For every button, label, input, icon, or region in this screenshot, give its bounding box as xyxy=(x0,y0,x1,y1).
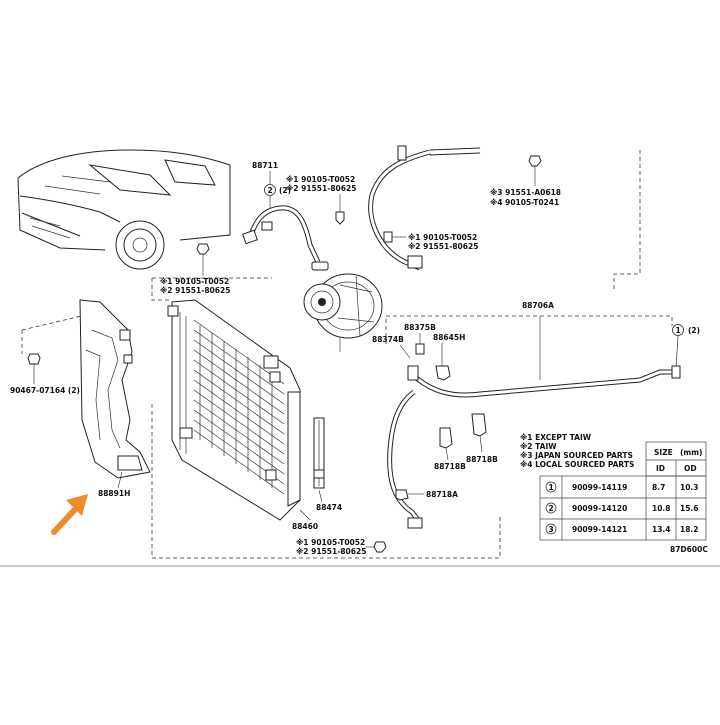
fittings: 88375B 88374B 88645H 88718B 88718B 88718… xyxy=(372,323,498,501)
callout-circle-2 xyxy=(264,184,276,196)
condenser-fins xyxy=(193,319,285,495)
catalog-code: 87D600C xyxy=(670,545,708,554)
highlight-arrow xyxy=(51,494,88,535)
table-row: 3 90099-14121 13.4 18.2 xyxy=(545,523,699,535)
svg-text:18.2: 18.2 xyxy=(680,525,699,534)
part-label-88474: 88474 xyxy=(316,503,342,512)
svg-text:2: 2 xyxy=(549,504,554,513)
suction-pipe: ※1 90105-T0052 ※2 91551-80625 xyxy=(368,145,481,271)
callout-number: 2 xyxy=(268,186,273,195)
callout-circle-1 xyxy=(672,324,684,336)
quantity-label: (2) xyxy=(279,186,291,195)
shroud-88891H: 88891H xyxy=(21,299,151,498)
svg-text:1: 1 xyxy=(549,483,554,492)
svg-text:3: 3 xyxy=(549,525,554,534)
svg-text:10.3: 10.3 xyxy=(680,483,699,492)
size-table: SIZE (mm) ID OD 1 90099-14119 8.7 10.3 2… xyxy=(539,441,707,541)
note-label: ※1 90105-T0052 xyxy=(286,175,355,184)
note-label: ※1 90105-T0052 xyxy=(408,233,477,242)
quantity-label: (2) xyxy=(688,326,700,335)
part-label-88711: 88711 xyxy=(252,161,278,170)
legend-item: ※2 TAIW xyxy=(520,442,557,451)
compressor xyxy=(303,261,383,352)
svg-text:15.6: 15.6 xyxy=(680,504,699,513)
svg-text:8.7: 8.7 xyxy=(652,483,665,492)
clip-90467: 90467-07164 (2) xyxy=(10,330,80,395)
part-label-88718B: 88718B xyxy=(434,462,466,471)
legend-item: ※4 LOCAL SOURCED PARTS xyxy=(520,460,634,469)
condenser-88460: 88460 xyxy=(151,277,501,559)
svg-text:90099-14120: 90099-14120 xyxy=(572,504,627,513)
bolt-left: ※1 90105-T0052 ※2 91551-80625 xyxy=(160,243,230,295)
part-label-88718A: 88718A xyxy=(426,490,458,499)
table-header-unit: (mm) xyxy=(680,448,703,457)
note-label: ※1 90105-T0052 xyxy=(160,277,229,286)
svg-text:90099-14121: 90099-14121 xyxy=(572,525,627,534)
vehicle-sketch xyxy=(17,149,231,270)
table-row: 2 90099-14120 10.8 15.6 xyxy=(545,502,699,514)
part-label-88375B: 88375B xyxy=(404,323,436,332)
legend-item: ※1 EXCEPT TAIW xyxy=(520,433,592,442)
part-label-88718B: 88718B xyxy=(466,455,498,464)
note-label: ※3 91551-A0618 xyxy=(490,188,561,197)
part-label-88645H: 88645H xyxy=(433,333,465,342)
receiver-88474: 88474 xyxy=(313,417,342,512)
refer-top xyxy=(613,150,641,292)
part-label-88891H: 88891H xyxy=(98,489,130,498)
note-label: ※2 91551-80625 xyxy=(160,286,230,295)
svg-text:90099-14119: 90099-14119 xyxy=(572,483,627,492)
table-col-od: OD xyxy=(684,464,697,473)
pipe-88706A: 88706A 1 (2) xyxy=(385,301,700,529)
svg-text:10.8: 10.8 xyxy=(652,504,671,513)
note-label: ※2 91551-80625 xyxy=(286,184,356,193)
note-label: ※4 90105-T0241 xyxy=(490,198,559,207)
note-label: ※1 90105-T0052 xyxy=(296,538,365,547)
legend: ※1 EXCEPT TAIW ※2 TAIW ※3 JAPAN SOURCED … xyxy=(520,433,634,469)
table-header-size: SIZE xyxy=(654,448,673,457)
bolt-top: ※3 91551-A0618 ※4 90105-T0241 xyxy=(490,155,561,207)
part-label-90467: 90467-07164 (2) xyxy=(10,386,80,395)
table-row: 1 90099-14119 8.7 10.3 xyxy=(545,481,699,493)
note-label: ※2 91551-80625 xyxy=(296,547,366,556)
bolt-bottom: ※1 90105-T0052 ※2 91551-80625 xyxy=(296,538,387,556)
part-label-88460: 88460 xyxy=(292,522,318,531)
table-col-id: ID xyxy=(656,464,665,473)
part-label-88374B: 88374B xyxy=(372,335,404,344)
callout-number: 1 xyxy=(676,326,681,335)
legend-item: ※3 JAPAN SOURCED PARTS xyxy=(520,451,633,460)
note-label: ※2 91551-80625 xyxy=(408,242,478,251)
part-label-88706A: 88706A xyxy=(522,301,554,310)
hose-88711: 88711 2 (2) ※1 90105-T0052 ※2 91551-8062… xyxy=(242,161,356,264)
svg-text:13.4: 13.4 xyxy=(652,525,671,534)
